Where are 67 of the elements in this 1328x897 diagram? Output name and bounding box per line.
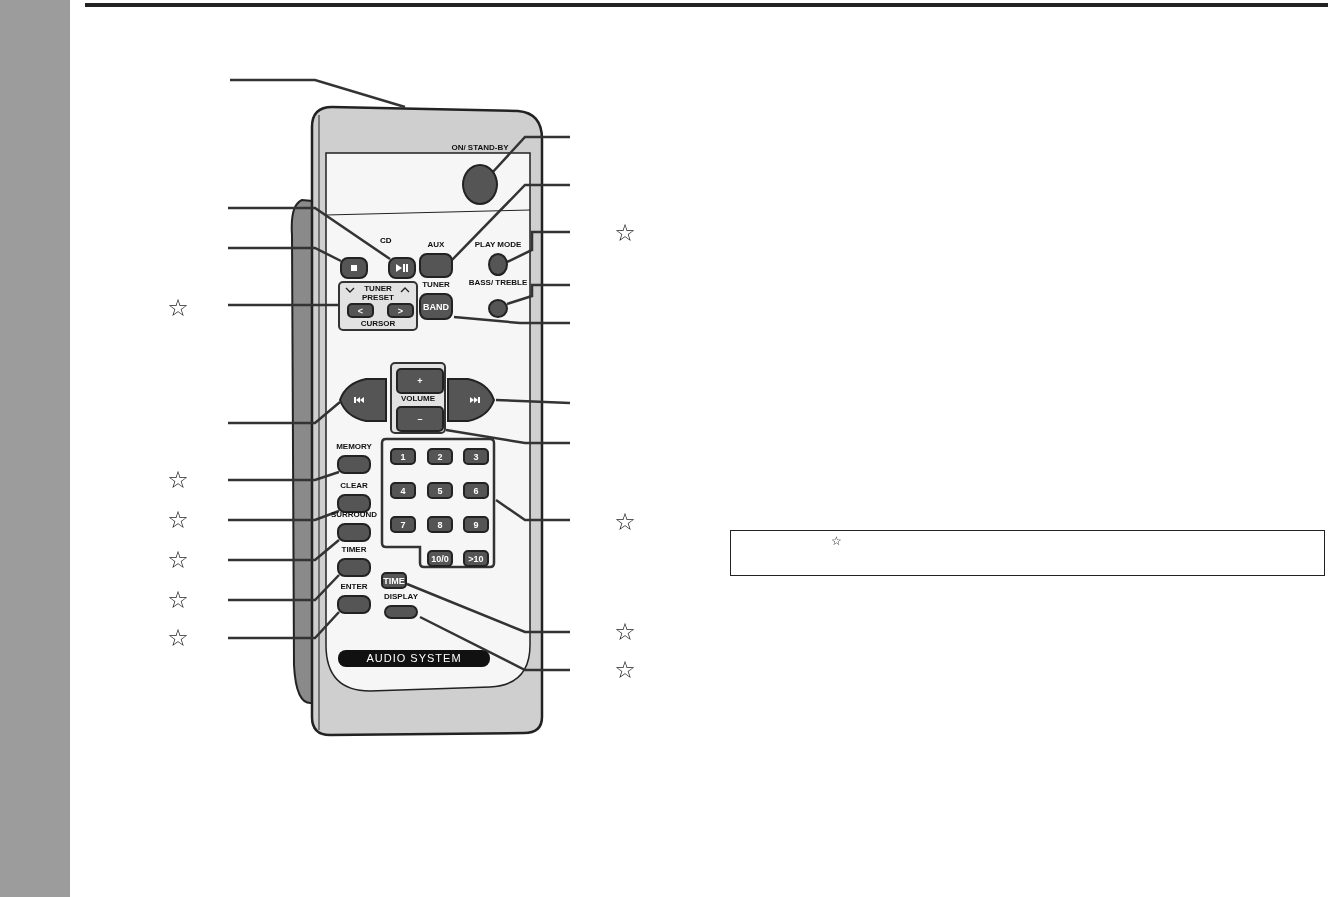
- leader-line: [228, 206, 391, 261]
- button-label: AUX: [426, 240, 446, 249]
- button-label: TUNER PRESET: [361, 284, 395, 302]
- star-mark: ☆: [167, 587, 189, 613]
- button-label: MEMORY: [335, 442, 373, 451]
- star-mark: ☆: [614, 657, 636, 683]
- leader-line: [506, 283, 570, 306]
- button-label: VOLUME: [399, 394, 437, 403]
- button-label: TUNER: [421, 280, 451, 289]
- button-label: CURSOR: [359, 319, 397, 328]
- remote-button: >: [387, 303, 414, 318]
- remote-button: 3: [463, 448, 489, 465]
- button-label: ON/ STAND-BY: [450, 143, 510, 152]
- leader-line: [453, 315, 570, 325]
- button-label: BASS/ TREBLE: [468, 278, 528, 287]
- remote-button: 2: [427, 448, 453, 465]
- note-box: [730, 530, 1325, 576]
- remote-button: 5: [427, 482, 453, 499]
- leader-line: [228, 509, 340, 522]
- leader-line: [228, 470, 340, 482]
- remote-button: –: [396, 406, 444, 432]
- text-band: AUDIO SYSTEM: [338, 650, 490, 667]
- remote-button: BAND: [419, 293, 453, 320]
- leader-line: [228, 303, 338, 307]
- star-mark: ☆: [614, 220, 636, 246]
- button-label: DISPLAY: [383, 592, 419, 601]
- leader-line: [228, 574, 340, 602]
- leader-line: [406, 582, 570, 634]
- remote-button: >10: [463, 550, 489, 567]
- star-mark: ☆: [167, 625, 189, 651]
- remote-button: +: [396, 368, 444, 394]
- button-group-frame: [390, 362, 446, 434]
- leader-line: [506, 230, 570, 264]
- remote-button: 4: [390, 482, 416, 499]
- star-mark: ☆: [167, 547, 189, 573]
- leader-line: [228, 611, 340, 640]
- side-tab: [0, 0, 70, 897]
- remote-button: <: [347, 303, 374, 318]
- star-mark: ☆: [614, 619, 636, 645]
- remote-button: 7: [390, 516, 416, 533]
- leader-line: [228, 246, 342, 263]
- button-label: TIMER: [340, 545, 368, 554]
- leader-line: [445, 428, 570, 445]
- button-group-frame: [338, 281, 418, 331]
- leader-line: [490, 135, 570, 175]
- remote-button: 9: [463, 516, 489, 533]
- remote-button: 8: [427, 516, 453, 533]
- leader-line: [230, 78, 406, 109]
- button-label: ENTER: [339, 582, 369, 591]
- leader-line: [419, 615, 570, 672]
- remote-button: 10/0: [427, 550, 453, 567]
- star-mark: ☆: [831, 534, 842, 548]
- leader-line: [451, 183, 570, 261]
- leader-line: [495, 498, 570, 522]
- leader-line: [495, 398, 571, 405]
- button-label: PLAY MODE: [473, 240, 523, 249]
- star-mark: ☆: [167, 507, 189, 533]
- star-mark: ☆: [167, 295, 189, 321]
- remote-button: 6: [463, 482, 489, 499]
- remote-button: 1: [390, 448, 416, 465]
- leader-line: [228, 401, 341, 425]
- leader-line: [228, 539, 340, 562]
- remote-button: TIME: [381, 572, 407, 589]
- button-label: CLEAR: [339, 481, 369, 490]
- button-label: CD: [380, 236, 392, 245]
- star-mark: ☆: [167, 467, 189, 493]
- star-mark: ☆: [614, 509, 636, 535]
